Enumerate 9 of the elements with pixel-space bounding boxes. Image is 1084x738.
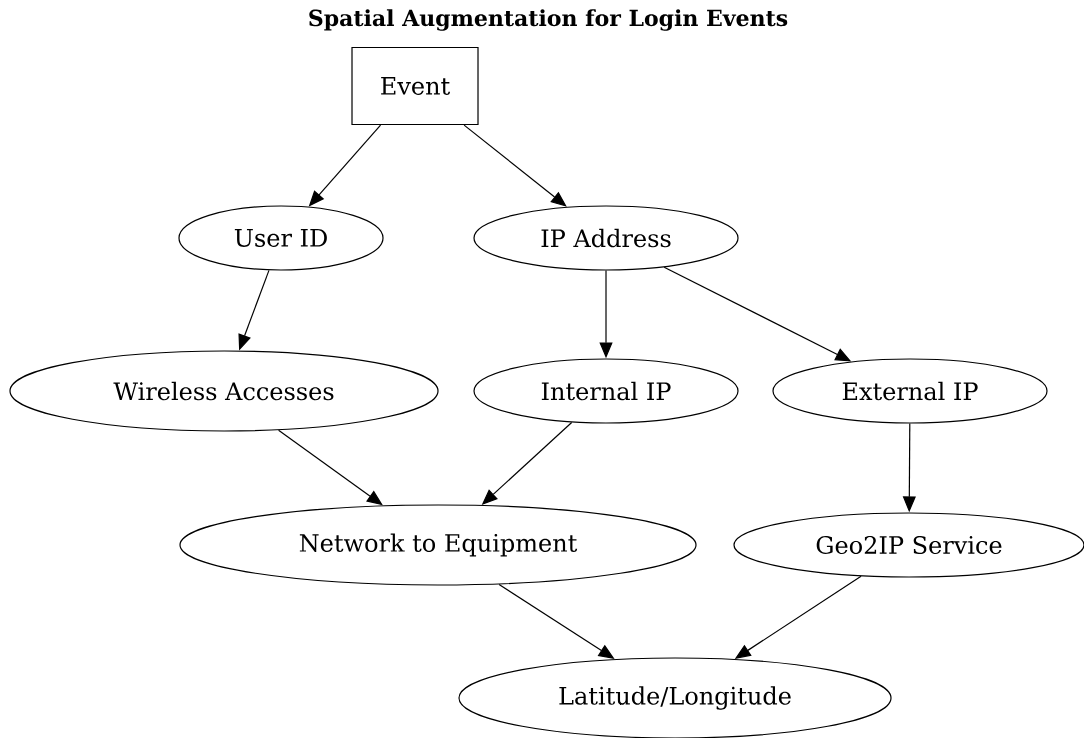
ellipse-node: Internal IP <box>473 358 739 424</box>
title: Spatial Augmentation for Login Events <box>309 9 788 31</box>
ellipse-node: User ID <box>178 205 384 271</box>
ellipse-node: External IP <box>772 358 1048 424</box>
ellipse-node: Network to Equipment <box>179 504 697 586</box>
arrow <box>463 124 567 207</box>
ellipse-node: IP Address <box>473 205 739 271</box>
ellipse-node: Wireless Accesses <box>9 350 439 432</box>
process-box: Event <box>351 46 479 126</box>
